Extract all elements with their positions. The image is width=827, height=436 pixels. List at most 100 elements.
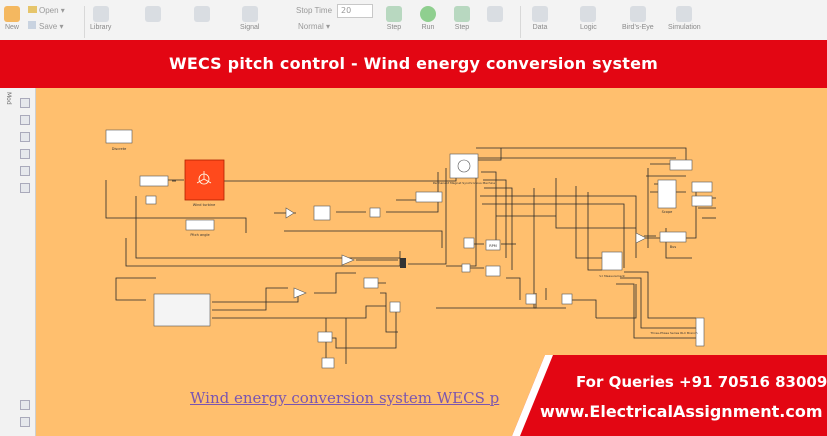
library-icon — [92, 6, 109, 22]
saturation-block[interactable] — [313, 205, 331, 221]
new-label: New — [4, 24, 19, 31]
constant-block[interactable] — [145, 195, 157, 205]
pitch-angle-block[interactable] — [185, 219, 215, 231]
measure-block[interactable] — [601, 251, 623, 271]
stop-time-input[interactable]: 20 — [337, 4, 373, 18]
logic-button[interactable]: Logic — [580, 6, 597, 31]
simulation-button[interactable]: Simulation — [668, 6, 701, 31]
signal-icon — [241, 6, 258, 22]
rpm-label: RPM — [489, 244, 497, 248]
stop-button[interactable] — [487, 6, 503, 24]
banner-title: WECS pitch control - Wind energy convers… — [168, 54, 659, 73]
camera-icon[interactable] — [20, 400, 30, 410]
birds-eye-button[interactable]: Bird's-Eye — [622, 6, 654, 31]
library-label: Library — [90, 24, 112, 31]
area-icon[interactable] — [20, 183, 30, 193]
format-button[interactable] — [194, 6, 210, 24]
save-label: Save — [39, 22, 58, 31]
gain-block-3[interactable] — [635, 232, 647, 244]
format-icon — [194, 6, 210, 22]
load-label: Three-Phase Series RLC Branch — [649, 331, 697, 335]
fit-view-icon[interactable] — [20, 115, 30, 125]
website-text[interactable]: www.ElectricalAssignment.com — [540, 402, 823, 421]
zoom-in-icon[interactable] — [20, 98, 30, 108]
ref-block[interactable] — [317, 331, 333, 343]
step-block[interactable] — [369, 207, 381, 218]
birds-eye-label: Bird's-Eye — [622, 24, 654, 31]
step-back-icon — [386, 6, 402, 22]
run-button[interactable]: Run — [420, 6, 436, 31]
sum-block-2[interactable] — [561, 293, 573, 305]
measure-label: V-I Measurement — [599, 274, 625, 278]
arrow-icon[interactable] — [20, 132, 30, 142]
queries-text: For Queries +91 70516 83009 — [576, 373, 827, 391]
open-label: Open — [39, 6, 59, 15]
display-block-2[interactable] — [691, 181, 713, 193]
signal-button[interactable]: Signal — [240, 6, 259, 31]
torque-block[interactable] — [415, 191, 443, 203]
generator-block[interactable] — [449, 153, 479, 179]
step-forward-button[interactable]: Step — [454, 6, 470, 31]
insert-icon — [145, 6, 161, 22]
save-icon — [28, 21, 36, 29]
gain-rpm-block[interactable] — [485, 265, 501, 277]
simulation-icon — [676, 6, 693, 22]
wind-turbine-label: Wind turbine — [193, 203, 216, 207]
run-icon — [420, 6, 436, 22]
wind-turbine-block[interactable] — [184, 159, 225, 201]
stop-time-label: Stop Time — [296, 6, 333, 15]
machine-icon — [457, 159, 471, 173]
left-palette: Mod — [0, 88, 36, 436]
discrete-block[interactable] — [105, 129, 133, 144]
logic-label: Logic — [580, 24, 597, 31]
bus-block[interactable] — [659, 231, 687, 243]
pitch-input-block[interactable] — [139, 175, 169, 187]
new-icon — [4, 6, 20, 22]
sim-mode-value: Normal — [298, 22, 324, 31]
gain-block[interactable] — [285, 207, 295, 219]
simulink-diagram: Discrete Wind turbine Pitch angle — [105, 129, 716, 369]
run-label: Run — [421, 24, 435, 31]
step-back-button[interactable]: Step — [386, 6, 402, 31]
data-button[interactable]: Data — [532, 6, 548, 31]
rate-block[interactable] — [461, 263, 471, 273]
scope-block-2[interactable] — [525, 293, 537, 305]
ref-block-2[interactable] — [321, 357, 335, 369]
display-block-3[interactable] — [691, 195, 713, 207]
toolbar: New Open ▾ Save ▾ Library Signal Stop Ti… — [0, 0, 827, 46]
discrete-label: Discrete — [112, 147, 126, 151]
model-browser-tab[interactable]: Mod — [5, 92, 12, 105]
sim-mode-select[interactable]: Normal ▾ — [298, 22, 331, 31]
scope-block[interactable] — [657, 179, 677, 209]
product-block[interactable] — [389, 301, 401, 313]
load-block[interactable] — [695, 317, 705, 347]
toolbar-separator — [520, 6, 521, 38]
save-button[interactable]: Save ▾ — [28, 21, 63, 31]
gain-block-2[interactable] — [341, 254, 355, 266]
annotation-icon[interactable] — [20, 166, 30, 176]
library-button[interactable]: Library — [90, 6, 111, 31]
step-forward-label: Step — [454, 24, 470, 31]
rpm-block[interactable] — [485, 239, 501, 251]
logic-icon — [580, 6, 597, 22]
sum-block[interactable] — [463, 237, 475, 249]
blocks: Discrete Wind turbine Pitch angle — [105, 129, 713, 369]
bus-label: Bus — [670, 245, 677, 249]
integrator-block[interactable] — [363, 277, 379, 289]
toolbar-separator — [84, 6, 85, 38]
gain-block-4[interactable] — [293, 287, 307, 299]
open-button[interactable]: Open ▾ — [28, 6, 65, 15]
insert-button[interactable] — [145, 6, 161, 24]
stop-icon — [487, 6, 503, 22]
step-forward-icon — [454, 6, 470, 22]
controller-subsystem[interactable] — [153, 293, 211, 327]
title-banner: WECS pitch control - Wind energy convers… — [0, 40, 827, 88]
display-block[interactable] — [669, 159, 693, 171]
expand-icon[interactable] — [20, 417, 30, 427]
mux-block[interactable] — [400, 258, 406, 268]
scope-label: Scope — [662, 210, 673, 214]
new-button[interactable]: New — [4, 6, 20, 31]
image-icon[interactable] — [20, 149, 30, 159]
simulation-label: Simulation — [668, 24, 701, 31]
